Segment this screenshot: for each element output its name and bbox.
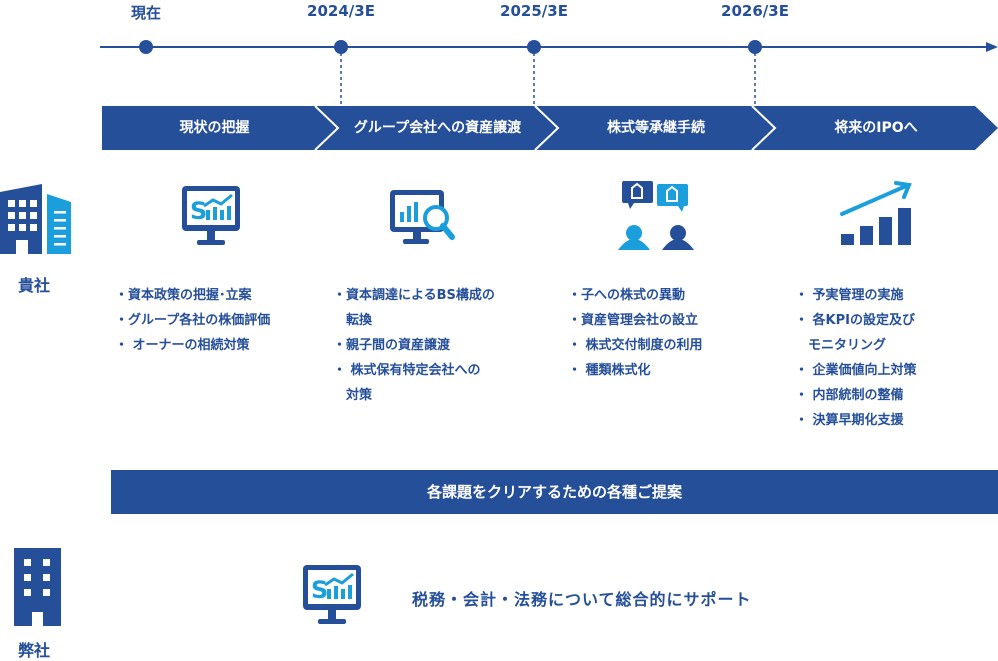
firm-label: 弊社 <box>18 641 51 660</box>
list-item: ・子への株式の異動 <box>568 288 686 303</box>
milestone-label: 現在 <box>130 4 162 22</box>
phase-divider <box>751 105 777 151</box>
list-item: 転換 <box>333 313 373 328</box>
milestone-dot <box>748 40 762 54</box>
list-item: ・ 決算早期化支援 <box>795 413 904 428</box>
svg-text:S: S <box>311 576 328 604</box>
milestone-label: 2026/3E <box>721 2 789 20</box>
task-list-ipo: ・ 予実管理の実施 ・ 各KPIの設定及び モニタリング ・ 企業価値向上対策 … <box>795 283 917 433</box>
monitor-chart-icon: S <box>182 186 240 245</box>
client-label: 貴社 <box>18 276 51 295</box>
client-building-icon <box>0 184 71 254</box>
support-text: 税務・会計・法務について総合的にサポート <box>412 590 752 609</box>
list-item: ・親子間の資産譲渡 <box>333 338 451 353</box>
phase-divider <box>534 105 560 151</box>
phase-label: 将来のIPOへ <box>834 120 918 136</box>
list-item: ・ 予実管理の実施 <box>795 288 904 303</box>
growth-chart-icon <box>840 181 912 245</box>
list-item: ・ 種類株式化 <box>568 363 651 378</box>
monitor-magnifier-icon <box>390 190 455 244</box>
timeline-arrowhead <box>986 42 998 52</box>
milestone-dot <box>527 40 541 54</box>
milestone-label: 2025/3E <box>500 2 568 20</box>
list-item: ・資本調達によるBS構成の <box>333 288 495 303</box>
timeline <box>100 40 998 151</box>
list-item: ・ オーナーの相続対策 <box>115 338 250 353</box>
milestone-label: 2024/3E <box>307 2 375 20</box>
list-item: ・ 内部統制の整備 <box>795 388 904 403</box>
phase-divider <box>314 105 340 151</box>
milestone-dot <box>139 40 153 54</box>
svg-text:S: S <box>190 197 207 225</box>
phase-label: 現状の把握 <box>179 120 250 136</box>
list-item: ・ 株式交付制度の利用 <box>568 338 703 353</box>
task-list-transfer: ・資本調達によるBS構成の 転換 ・親子間の資産譲渡 ・ 株式保有特定会社への … <box>333 283 495 408</box>
list-item: ・資本政策の把握･立案 <box>115 288 252 303</box>
list-item: ・ 各KPIの設定及び <box>795 313 915 328</box>
list-item: ・ 企業価値向上対策 <box>795 363 917 378</box>
list-item: 対策 <box>333 388 373 403</box>
milestone-dot <box>334 40 348 54</box>
phase-label: グループ会社への資産譲渡 <box>353 120 522 136</box>
list-item: ・資産管理会社の設立 <box>568 313 699 328</box>
monitor-chart-icon: S <box>303 565 361 624</box>
list-item: ・グループ各社の株価評価 <box>115 313 271 328</box>
task-list-succession: ・子への株式の異動 ・資産管理会社の設立 ・ 株式交付制度の利用 ・ 種類株式化 <box>568 283 703 383</box>
people-consulting-icon <box>618 181 694 250</box>
list-item: ・ 株式保有特定会社への <box>333 363 481 378</box>
task-list-current: ・資本政策の把握･立案 ・グループ各社の株価評価 ・ オーナーの相続対策 <box>115 283 270 358</box>
proposal-banner: 各課題をクリアするための各種ご提案 <box>111 470 998 514</box>
list-item: モニタリング <box>795 338 887 353</box>
phase-label: 株式等承継手続 <box>607 120 705 136</box>
firm-building-icon <box>14 548 61 626</box>
